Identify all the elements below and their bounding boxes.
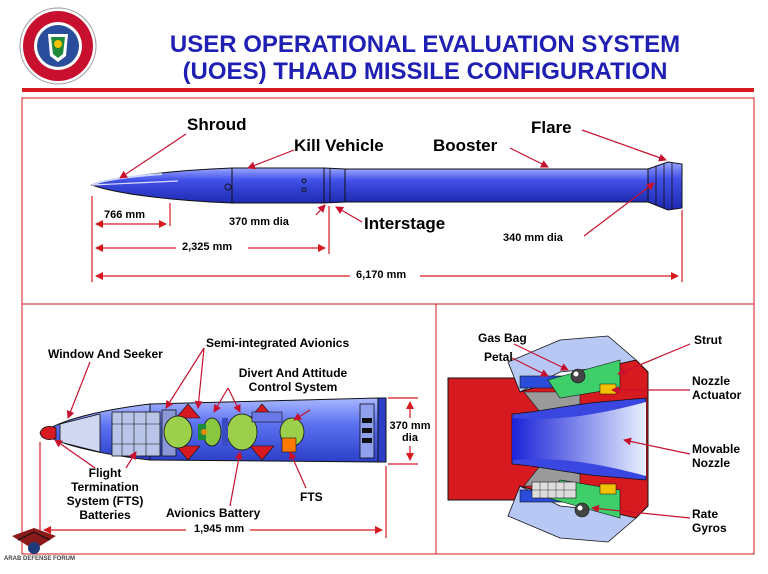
dim-kv-diameter-bottom-line-2: dia [402, 432, 418, 444]
label-fts-batteries: Flight Termination System (FTS) Batterie… [48, 466, 162, 522]
label-interstage: Interstage [364, 214, 446, 233]
label-movable-nozzle-line-1: Movable [692, 442, 741, 456]
page-title-line-2: (UOES) THAAD MISSILE CONFIGURATION [182, 58, 668, 85]
forum-watermark-logo [12, 528, 56, 554]
label-fts-batteries-line-3: System (FTS) [66, 494, 144, 508]
label-semi-integrated-avionics: Semi-integrated Avionics [206, 336, 350, 350]
label-petal: Petal [484, 350, 513, 364]
label-fts-batteries-line-1: Flight [88, 466, 122, 480]
label-fts: FTS [300, 490, 323, 504]
label-strut: Strut [694, 333, 722, 347]
label-booster: Booster [433, 136, 498, 155]
label-fts-batteries-line-2: Termination [71, 480, 139, 494]
label-fts-batteries-line-4: Batteries [79, 508, 131, 522]
dim-kv-diameter-bottom-line-1: 370 mm [389, 420, 431, 432]
kv-callout-arrows [54, 347, 311, 507]
label-movable-nozzle-line-2: Nozzle [692, 456, 731, 470]
dim-total-length: 6,170 mm [356, 269, 407, 281]
label-gas-bag: Gas Bag [478, 331, 527, 345]
label-kill-vehicle: Kill Vehicle [294, 136, 384, 155]
dim-to-interstage: 2,325 mm [182, 241, 233, 253]
dim-kv-diameter: 370 mm dia [229, 216, 289, 228]
nozzle-cutaway [447, 335, 649, 543]
dim-kv-diameter-bottom: 370 mm dia [388, 420, 432, 444]
kill-vehicle-cutaway [39, 397, 387, 463]
missile-side-view [90, 161, 683, 211]
watermark-text: ARAB DEFENSE FORUM [4, 556, 76, 562]
bottom-right-panel-frame [435, 303, 755, 555]
label-rate-gyros: Rate Gyros [692, 507, 727, 535]
nozzle-callout-arrows [511, 343, 691, 519]
dim-shroud-length: 766 mm [104, 209, 145, 221]
label-dacs-line-1: Divert And Attitude [238, 366, 348, 380]
label-rate-gyros-line-1: Rate [692, 507, 719, 521]
label-dacs-line-2: Control System [248, 380, 338, 394]
dim-booster-diameter: 340 mm dia [503, 232, 563, 244]
label-nozzle-actuator: Nozzle Actuator [692, 374, 741, 402]
top-callout-arrows [119, 129, 667, 237]
header-rule [22, 88, 754, 92]
top-dimension-lines [91, 196, 683, 282]
label-rate-gyros-line-2: Gyros [692, 521, 727, 535]
label-shroud: Shroud [187, 115, 247, 134]
kv-dimension-lines [39, 397, 418, 538]
label-nozzle-actuator-line-2: Actuator [692, 388, 742, 402]
label-window-seeker: Window And Seeker [48, 347, 163, 361]
bmd-seal-icon [19, 7, 97, 85]
label-movable-nozzle: Movable Nozzle [692, 442, 740, 470]
label-flare: Flare [531, 118, 572, 137]
page-title-line-1: USER OPERATIONAL EVALUATION SYSTEM [169, 31, 681, 58]
dim-kv-length: 1,945 mm [194, 523, 245, 535]
label-nozzle-actuator-line-1: Nozzle [692, 374, 731, 388]
label-dacs: Divert And Attitude Control System [228, 366, 358, 394]
label-avionics-battery: Avionics Battery [166, 506, 261, 520]
